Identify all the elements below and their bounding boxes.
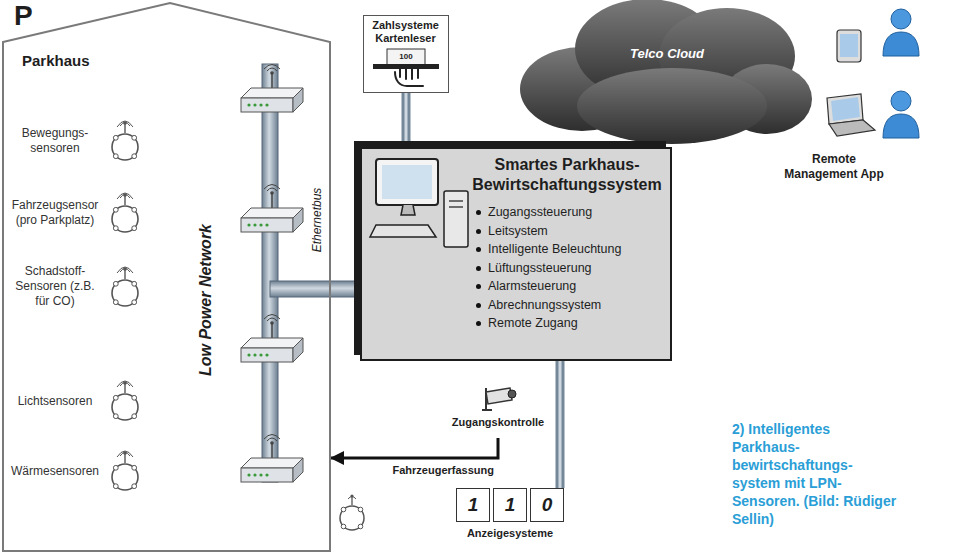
sensor-label: Fahrzeugsensor (pro Parkplatz) xyxy=(10,198,100,228)
network-label: Low Power Network xyxy=(197,224,215,376)
banknote-value: 100 xyxy=(399,52,412,61)
bus-label: Ethernetbus xyxy=(310,188,324,253)
cloud-label: Telco Cloud xyxy=(602,46,732,61)
access-label: Zugangskontrolle xyxy=(448,416,548,428)
sensor-symbol xyxy=(102,118,148,164)
sensor-symbol xyxy=(102,264,148,310)
display-digit: 1 xyxy=(456,488,490,522)
parking-house: P ParkhausBewegungs- sensorenFahrzeugsens… xyxy=(0,0,334,554)
sensor-node: Wärmesensoren xyxy=(10,448,148,494)
sensor-symbol xyxy=(102,378,148,424)
system-title: Smartes Parkhaus-Bewirtschaftungssystem xyxy=(466,155,668,195)
bus-pipe xyxy=(560,361,561,488)
pipe-highlight xyxy=(405,93,408,147)
function-item: Alarmsteuerung xyxy=(474,277,576,296)
access-control: Zugangskontrolle xyxy=(448,384,548,438)
sensor-node: Fahrzeugsensor (pro Parkplatz) xyxy=(10,190,148,236)
function-item: Remote Zugang xyxy=(474,314,578,333)
arrow-line xyxy=(330,438,498,458)
gateway-device xyxy=(241,315,303,363)
pipe-body xyxy=(402,93,411,147)
camera-icon xyxy=(478,384,518,414)
sensor-label: Lichtsensoren xyxy=(10,394,100,409)
function-item: Lüftungssteuerung xyxy=(474,259,592,278)
house-letter: P xyxy=(14,0,33,32)
sensor-symbol xyxy=(102,448,148,494)
display-system: 110Anzeigesysteme xyxy=(452,488,568,540)
pipe-body xyxy=(556,361,565,488)
function-item: Abrechnungssystem xyxy=(474,296,601,315)
payment-label: Zahlsysteme Kartenleser xyxy=(365,19,446,45)
arrow-head xyxy=(330,451,344,465)
ethernet-branch-tube xyxy=(270,281,364,297)
entry-sensor-symbol xyxy=(340,494,364,530)
sensor-node: Bewegungs- sensoren xyxy=(10,118,148,164)
display-digit: 1 xyxy=(493,488,527,522)
function-item: Intelligente Beleuchtung xyxy=(474,240,621,259)
cloud-node: Telco Cloud xyxy=(512,0,812,150)
sensor-symbol xyxy=(102,190,148,236)
app-label: Remote Management App xyxy=(775,152,893,182)
sensor-node: Schadstoff- Sensoren (z.B. für CO) xyxy=(10,262,148,311)
gateway-device xyxy=(241,185,303,233)
figure-caption: 2) Intelligentes Parkhaus- bewirtschaftu… xyxy=(732,420,900,528)
house-title: Parkhaus xyxy=(22,52,90,69)
sensor-label: Schadstoff- Sensoren (z.B. für CO) xyxy=(10,264,100,309)
display-digit: 0 xyxy=(530,488,564,522)
ethernet-bus-tube xyxy=(262,64,278,482)
edge-label: Fahrzeugerfassung xyxy=(393,464,494,476)
display-label: Anzeigesysteme xyxy=(452,527,568,539)
function-item: Zugangssteuerung xyxy=(474,203,592,222)
bus-pipe xyxy=(406,93,407,147)
sensor-label: Wärmesensoren xyxy=(10,464,100,479)
remote-app-group: Remote Management App xyxy=(775,0,955,200)
function-item: Leitsystem xyxy=(474,222,548,241)
sensor-label: Bewegungs- sensoren xyxy=(10,126,100,156)
gateway-device xyxy=(241,65,303,113)
telco-cloud-shape xyxy=(512,0,812,150)
management-system-box: Smartes Parkhaus-BewirtschaftungssystemZ… xyxy=(360,147,672,361)
remote-users-icon xyxy=(775,0,955,150)
flow-arrow xyxy=(330,438,498,465)
sensor-node: Lichtsensoren xyxy=(10,378,148,424)
gateway-device xyxy=(241,435,303,483)
computer-icon xyxy=(370,155,474,255)
pipe-highlight xyxy=(559,361,562,488)
